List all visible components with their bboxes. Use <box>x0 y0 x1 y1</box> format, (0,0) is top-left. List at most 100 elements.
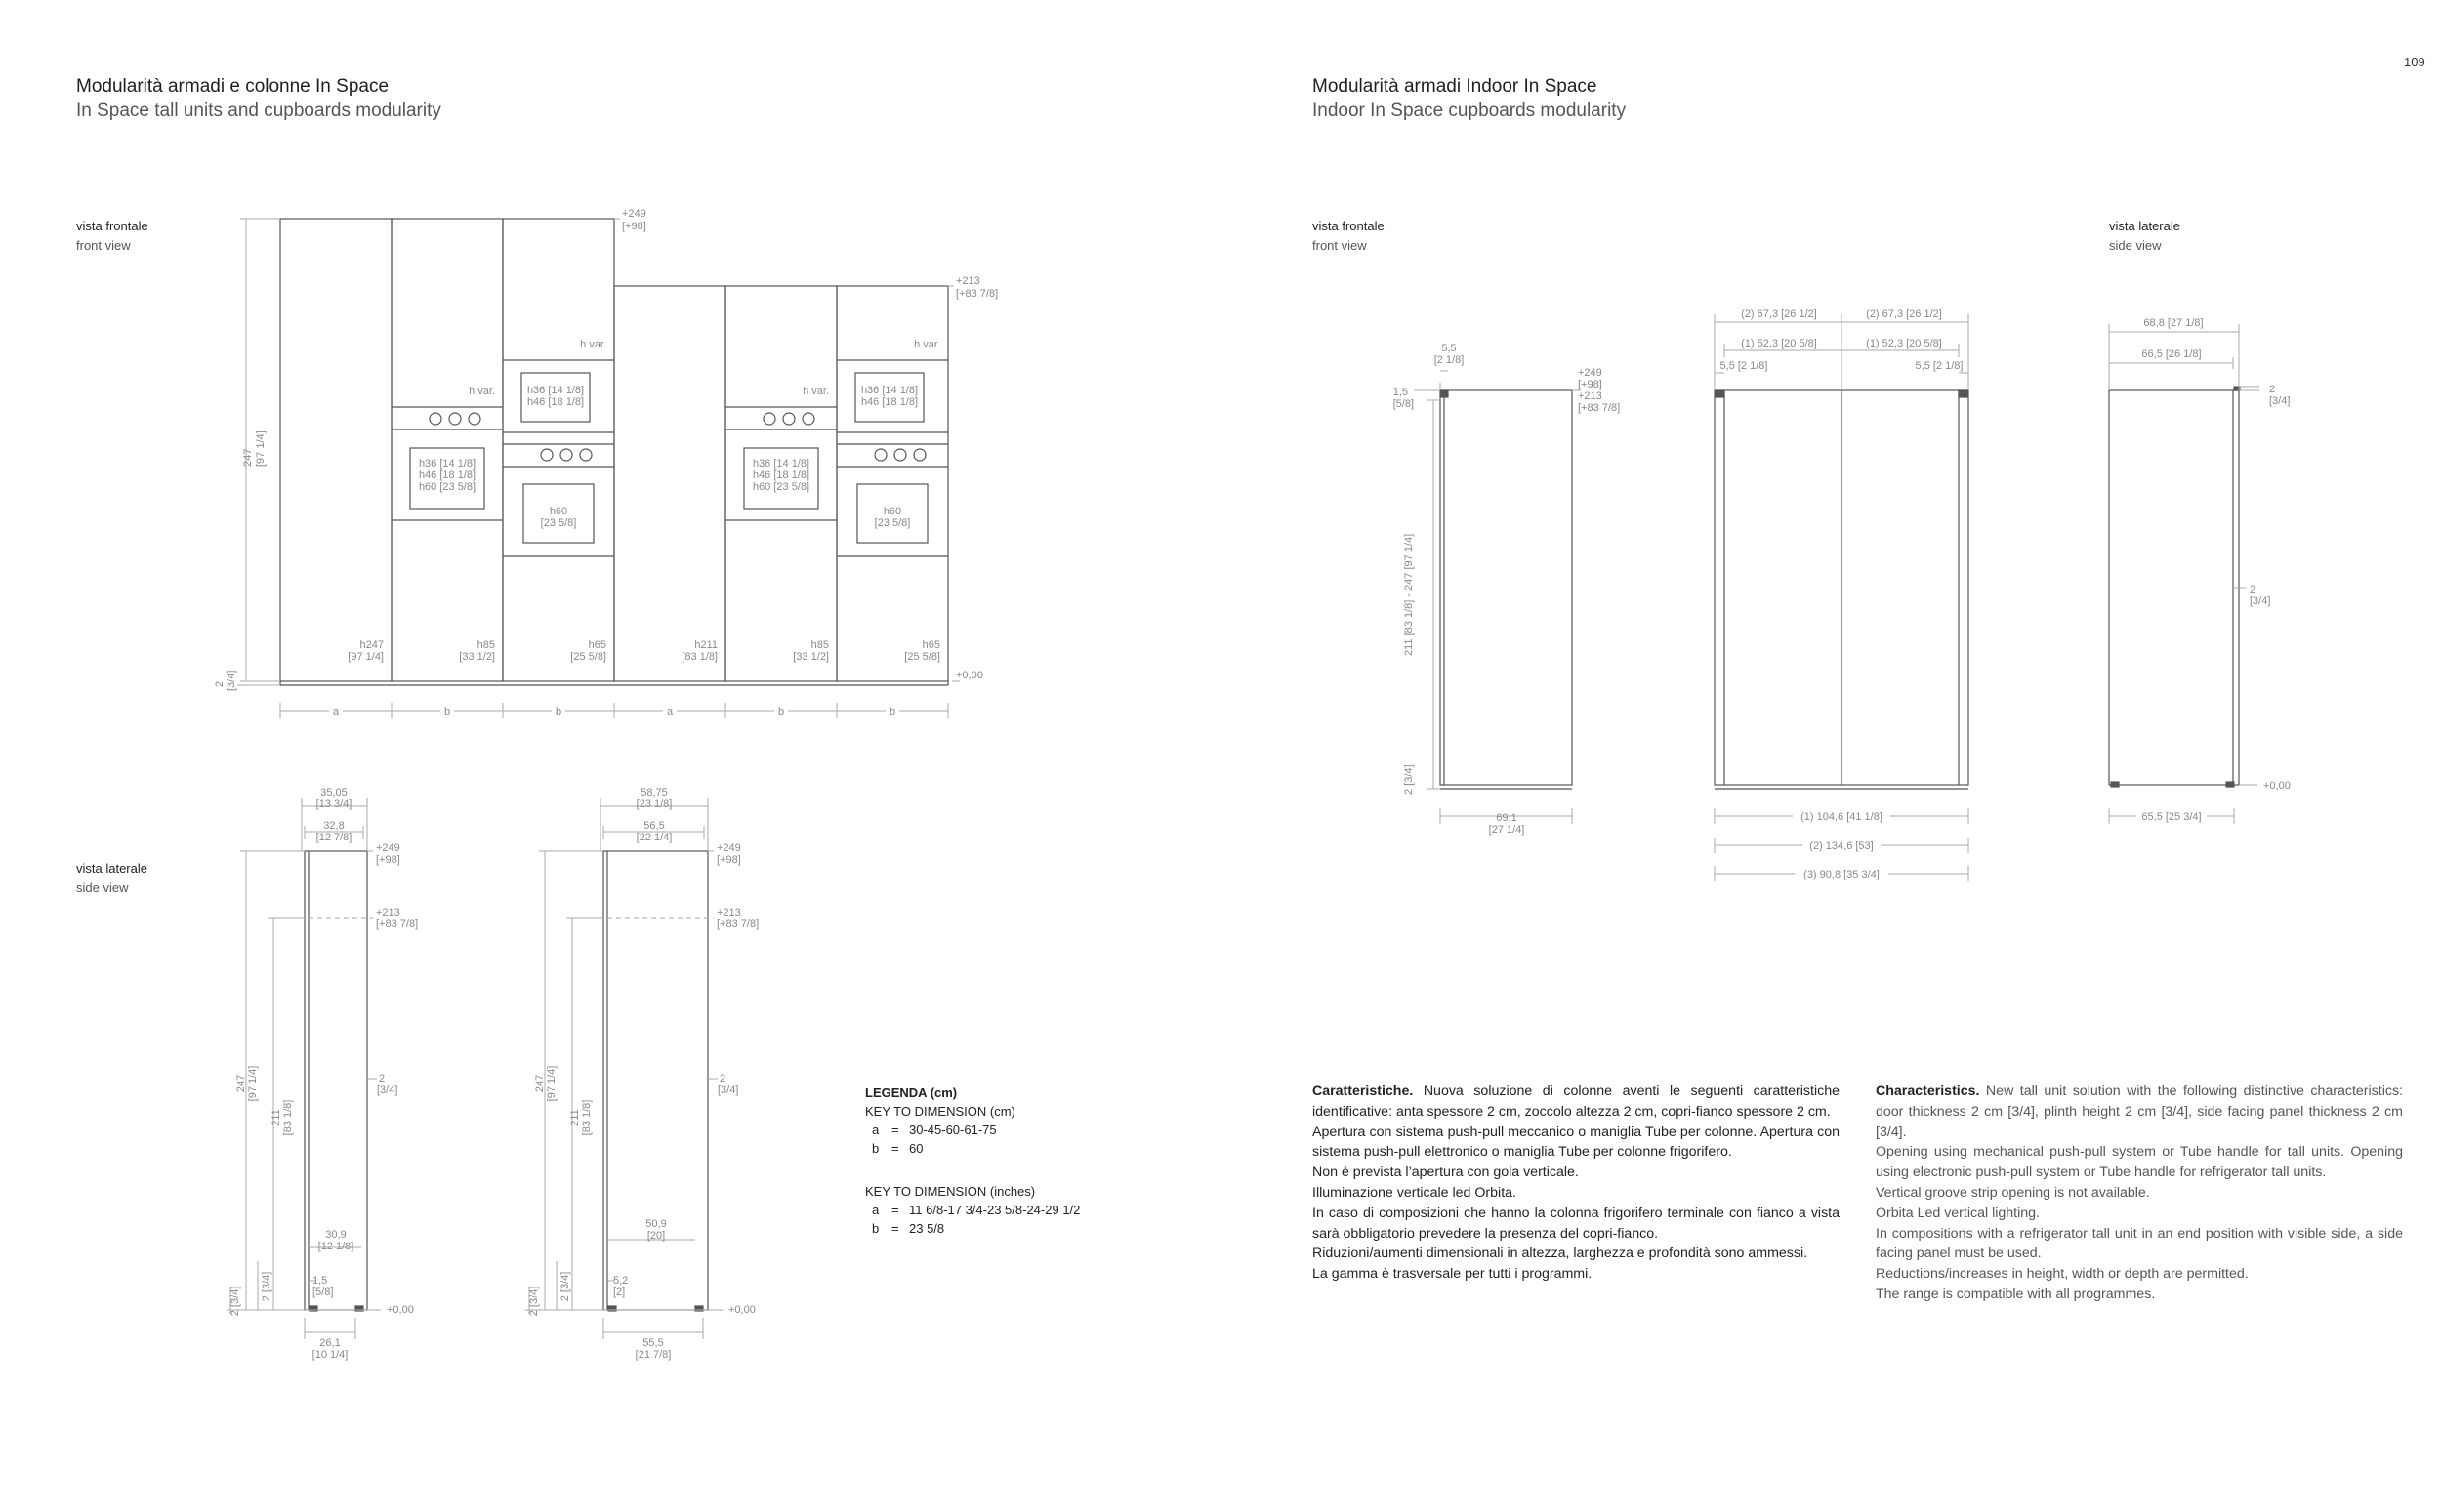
dim-height-247-in: [97 1/4] <box>255 430 267 467</box>
dim-label: [+83 7/8] <box>1578 402 1620 414</box>
dim-label: [5/8] <box>1393 398 1414 410</box>
dim-height-247: 247 <box>242 449 254 467</box>
dim-label: (2) 134,6 [53] <box>1809 840 1873 852</box>
dim-label: 2 <box>379 1073 385 1084</box>
width-key-label: a <box>667 706 674 717</box>
characteristics-en-intro: New tall unit solution with the followin… <box>1876 1083 2403 1140</box>
box-label: h60 <box>884 506 901 517</box>
tall-unit-b1 <box>391 218 504 682</box>
box-label: h36 [14 1/8] <box>753 458 809 470</box>
label-h-var: h var. <box>803 386 829 397</box>
right-front-view-label: vista frontale <box>1312 219 1385 233</box>
characteristics-en-line: The range is compatible with all program… <box>1876 1286 2156 1302</box>
dim-label: 1,5 <box>1393 387 1408 398</box>
knob-icon <box>893 448 907 462</box>
right-front-view-2-drawing <box>1714 389 1969 790</box>
left-side-view-2-texts: 58,75 [23 1/8] 56,5 [22 1/4] +249 [+98] … <box>528 787 759 1361</box>
legend-cm-value-a: 30-45-60-61-75 <box>909 1123 997 1137</box>
legend-cm-value-b: 60 <box>909 1141 924 1156</box>
box-label: h46 [18 1/8] <box>753 470 809 481</box>
dim-label: 211 <box>569 1109 581 1126</box>
dim-label: 247 <box>534 1075 546 1092</box>
dim-label: [97 1/4] <box>247 1066 259 1102</box>
dim-label: 55,5 <box>642 1337 663 1349</box>
box-label: [23 5/8] <box>541 517 577 529</box>
legend-in-heading: KEY TO DIMENSION (inches) <box>865 1184 1036 1199</box>
left-side-view-label: vista laterale <box>76 861 147 876</box>
dim-label: +213 <box>1578 390 1602 402</box>
dim-label: [2] <box>613 1287 625 1298</box>
left-side-view-2-drawing <box>602 850 709 1312</box>
dim-top-249-in: [+98] <box>622 221 646 232</box>
unit-height-label-in: [97 1/4] <box>348 651 384 663</box>
right-side-view-dimensions <box>2108 324 2259 824</box>
left-side-view-1-dimensions <box>227 798 381 1339</box>
right-front-view-1-texts: 5,5 [2 1/8] 1,5 [5/8] +249 [+98] +213 [+… <box>1393 343 1621 836</box>
knob-icon <box>559 448 573 462</box>
dim-label: 35,05 <box>320 787 348 798</box>
left-title-en: In Space tall units and cupboards modula… <box>76 101 441 121</box>
unit-height-label: h65 <box>589 639 606 651</box>
unit-height-label: h85 <box>477 639 495 651</box>
dim-label: [+98] <box>376 854 400 866</box>
tall-unit-a2 <box>613 285 726 682</box>
left-title-it: Modularità armadi e colonne In Space <box>76 76 390 97</box>
legend-in-key-a: a <box>872 1203 880 1217</box>
width-key-label: b <box>444 706 450 717</box>
dim-top-249: +249 <box>622 208 646 220</box>
dim-label: [21 7/8] <box>636 1349 672 1361</box>
dim-label: [+98] <box>717 854 741 866</box>
dim-label: [10 1/4] <box>312 1349 349 1361</box>
knob-icon <box>782 412 796 426</box>
dim-label: [3/4] <box>718 1084 738 1096</box>
dim-label: 58,75 <box>641 787 668 798</box>
dim-label: [23 1/8] <box>637 798 673 810</box>
dim-label: 66,5 [26 1/8] <box>2141 348 2201 360</box>
knob-icon <box>429 412 442 426</box>
unit-height-label-in: [33 1/2] <box>459 651 495 663</box>
dim-label: +249 <box>717 842 741 854</box>
characteristics-it-line: Illuminazione verticale led Orbita. <box>1312 1184 1516 1201</box>
box-label: h46 [18 1/8] <box>527 396 584 408</box>
legend-in-value-b: 23 5/8 <box>909 1221 945 1236</box>
dim-label: 5,5 [2 1/8] <box>1720 360 1768 372</box>
dim-label: 211 [83 1/8] - 247 [97 1/4] <box>1403 534 1415 656</box>
dim-label: 5,5 <box>1441 343 1456 354</box>
knob-icon <box>448 412 462 426</box>
dim-label: 1,5 <box>312 1275 327 1287</box>
characteristics-it-intro: Nuova soluzione di colonne aventi le seg… <box>1312 1083 1840 1120</box>
characteristics-en-lead: Characteristics. <box>1876 1083 1980 1099</box>
characteristics-it-line: Non è prevista l’apertura con gola verti… <box>1312 1165 1579 1181</box>
dim-label: 2 <box>720 1073 725 1084</box>
dim-label: 26,1 <box>319 1337 340 1349</box>
dim-plinth-in: [3/4] <box>226 671 237 691</box>
dim-label: [83 1/8] <box>581 1100 593 1136</box>
left-front-view-label: vista frontale <box>76 219 148 233</box>
characteristics-en-line: Reductions/increases in height, width or… <box>1876 1266 2249 1283</box>
left-side-view-label-en: side view <box>76 880 129 895</box>
dim-label: [83 1/8] <box>282 1100 294 1136</box>
box-label: h46 [18 1/8] <box>861 396 918 408</box>
dim-label: (2) 67,3 [26 1/2] <box>1741 308 1817 320</box>
right-side-view-drawing <box>2108 386 2241 788</box>
box-label: h36 [14 1/8] <box>861 385 918 396</box>
dim-label: 68,8 [27 1/8] <box>2143 317 2203 329</box>
dim-label: (1) 52,3 [20 5/8] <box>1866 338 1942 349</box>
characteristics-it-line: Riduzioni/aumenti dimensionali in altezz… <box>1312 1246 1808 1262</box>
box-label: h60 <box>550 506 567 517</box>
right-title-en: Indoor In Space cupboards modularity <box>1312 101 1627 121</box>
right-title-it: Modularità armadi Indoor In Space <box>1312 76 1597 97</box>
characteristics-en-line: Orbita Led vertical lighting. <box>1876 1205 2040 1221</box>
dim-label: 2 [3/4] <box>229 1287 241 1317</box>
legend: LEGENDA (cm) KEY TO DIMENSION (cm) a=30-… <box>865 1085 1081 1236</box>
dim-label: 69,1 <box>1496 812 1516 824</box>
unit-height-label: h211 <box>694 639 718 651</box>
dim-label: [27 1/4] <box>1489 824 1525 836</box>
knob-icon <box>913 448 927 462</box>
label-h-var: h var. <box>914 339 940 350</box>
knob-icon <box>468 412 481 426</box>
characteristics-en-line: Opening using mechanical push-pull syste… <box>1876 1144 2403 1181</box>
width-key-label: a <box>333 706 340 717</box>
knob-icon <box>763 412 776 426</box>
